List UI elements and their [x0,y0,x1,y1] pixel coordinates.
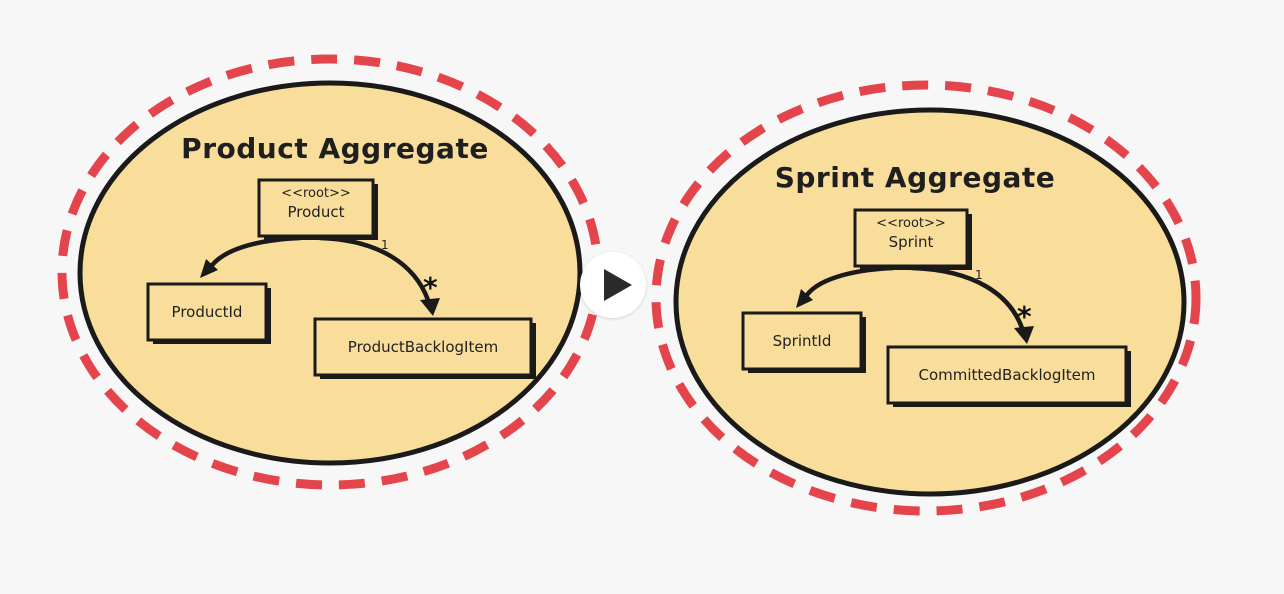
product-root-box: <<root>> Product [257,178,378,240]
sprint-to-id-arrow [802,265,896,301]
product-root-stereotype: <<root>> [281,186,351,201]
play-button[interactable] [580,252,646,318]
product-root-name: Product [288,203,345,221]
sprint-root-name: Sprint [889,233,934,251]
committed-backlog-item-label: CommittedBacklogItem [919,366,1096,384]
product-aggregate-title: Product Aggregate [181,132,489,165]
product-id-label: ProductId [172,303,243,321]
product-backlog-item-label: ProductBacklogItem [348,338,498,356]
play-icon [604,269,632,301]
committed-backlog-item-box: CommittedBacklogItem [886,345,1131,407]
sprint-id-label: SprintId [773,332,832,350]
product-to-id-arrowhead [200,259,218,278]
product-to-id-arrow [207,235,303,271]
sprint-multiplicity-many: * [1017,300,1032,333]
sprint-multiplicity-one: 1 [975,268,983,282]
sprint-to-committed-arrow [909,265,1025,331]
sprint-aggregate-boundary [651,80,1201,516]
sprint-root-box: <<root>> Sprint [853,208,972,270]
sprint-root-stereotype: <<root>> [876,216,946,231]
sprint-aggregate-title: Sprint Aggregate [775,161,1056,194]
product-to-backlog-arrowhead [420,298,440,316]
product-aggregate: Product Aggregate <<root>> Product 1 * P… [57,54,603,490]
product-to-backlog-arrow [317,235,431,303]
product-id-box: ProductId [146,282,271,344]
sprint-aggregate: Sprint Aggregate <<root>> Sprint 1 * Spr… [651,80,1201,516]
sprint-id-box: SprintId [741,311,866,373]
sprint-to-id-arrowhead [796,289,813,308]
sprint-to-committed-arrowhead [1014,326,1034,344]
product-multiplicity-many: * [423,271,438,304]
product-backlog-item-box: ProductBacklogItem [313,317,536,379]
product-multiplicity-one: 1 [381,238,389,252]
